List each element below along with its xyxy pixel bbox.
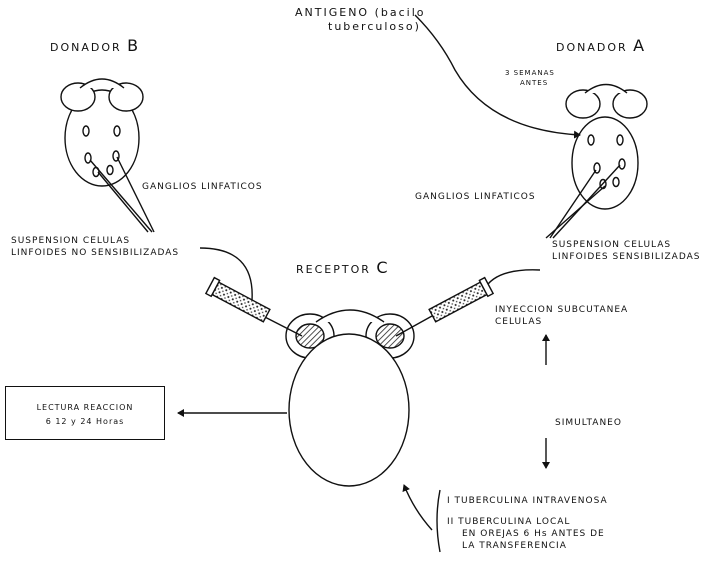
lymph-nodes-right: GANGLIOS LINFATICOS: [415, 192, 536, 203]
reading-label-1: LECTURA REACCION: [6, 403, 164, 412]
tuberculin-label-3: EN OREJAS 6 Hs ANTES DE: [462, 529, 605, 540]
reading-box: LECTURA REACCION 6 12 y 24 Horas: [5, 386, 165, 440]
tuberculin-label-4: LA TRANSFERENCIA: [462, 541, 567, 552]
donor-b-title: DONADOR B: [50, 40, 138, 53]
tuberculin-arrow: [404, 485, 432, 530]
tuberculin-label-2: II TUBERCULINA LOCAL: [447, 517, 570, 528]
antigen-arrow: [415, 15, 580, 135]
tuberculin-bracket: [437, 490, 440, 552]
suspension-right-1: SUSPENSION CELULAS: [552, 240, 671, 251]
injection-label-2: CELULAS: [495, 317, 542, 328]
receptor-c-mouse: [286, 310, 414, 486]
tuberculin-label-1: I TUBERCULINA INTRAVENOSA: [447, 496, 608, 507]
simultaneous-label: SIMULTANEO: [555, 418, 622, 429]
antigen-label-1: ANTIGENO (bacilo: [295, 7, 425, 18]
weeks-label-1: 3 SEMANAS: [505, 69, 555, 77]
weeks-label-2: ANTES: [520, 79, 548, 87]
receptor-title: RECEPTOR C: [296, 262, 388, 275]
donor-b-mouse: [61, 79, 143, 186]
donor-a-title: DONADOR A: [556, 40, 644, 53]
lymph-nodes-left: GANGLIOS LINFATICOS: [142, 182, 263, 193]
injection-label-1: INYECCION SUBCUTANEA: [495, 305, 628, 316]
suspension-right-2: LINFOIDES SENSIBILIZADAS: [552, 252, 700, 263]
suspension-left-2: LINFOIDES NO SENSIBILIZADAS: [11, 248, 179, 259]
curve-a-to-syringe: [484, 270, 540, 290]
reading-label-2: 6 12 y 24 Horas: [6, 417, 164, 426]
syringe-right: [396, 278, 493, 336]
donor-a-mouse: [566, 85, 647, 210]
antigen-label-2: tuberculoso): [328, 21, 421, 32]
suspension-left-1: SUSPENSION CELULAS: [11, 236, 130, 247]
